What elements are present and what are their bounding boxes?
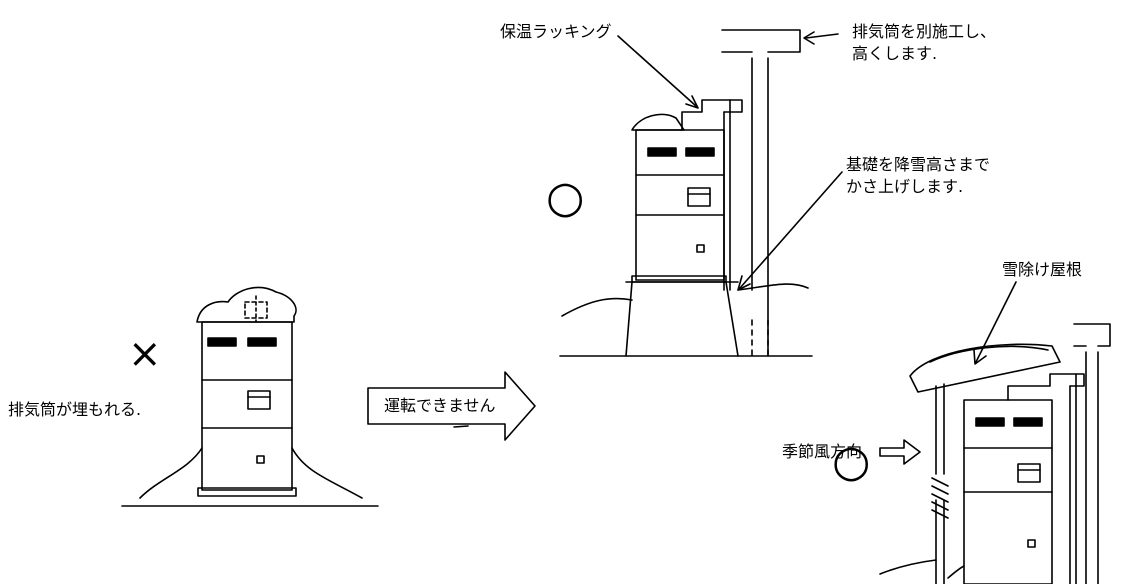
label-insulation-lagging: 保温ラッキング <box>500 22 612 41</box>
label-buried-exhaust: 排気筒が埋もれる. <box>8 400 142 419</box>
wind-direction-arrow <box>879 439 921 465</box>
unit-cabinet <box>201 321 293 491</box>
raised-unit-drawing <box>559 29 813 357</box>
label-exhaust-separate-2: 高くします. <box>852 44 938 63</box>
label-seasonal-wind: 季節風方向 <box>782 442 863 461</box>
label-cannot-operate: 運転できません <box>384 396 496 415</box>
good-mark-top: ○ <box>546 172 585 223</box>
extended-exhaust-pipe <box>681 99 743 131</box>
label-base-raise-1: 基礎を降雪高さまで <box>846 155 991 174</box>
snow-roof-unit-drawing <box>879 323 1111 584</box>
label-snow-roof: 雪除け屋根 <box>1002 260 1083 279</box>
roof-snow-pile <box>196 286 297 323</box>
leader-lines <box>617 31 1017 365</box>
bad-mark: × <box>128 331 162 377</box>
snow-roof <box>909 343 1061 393</box>
exhaust-t-cap <box>721 29 801 53</box>
label-exhaust-separate-1: 排気筒を別施工し、 <box>852 22 997 41</box>
buried-unit-drawing <box>121 286 379 507</box>
windbreak <box>931 477 949 519</box>
cannot-operate-arrow <box>367 371 536 441</box>
ground-snow <box>139 447 363 499</box>
raised-foundation <box>625 281 739 357</box>
good-mark-bottom: ○ <box>832 436 871 487</box>
label-base-raise-2: かさ上げします. <box>846 177 964 196</box>
